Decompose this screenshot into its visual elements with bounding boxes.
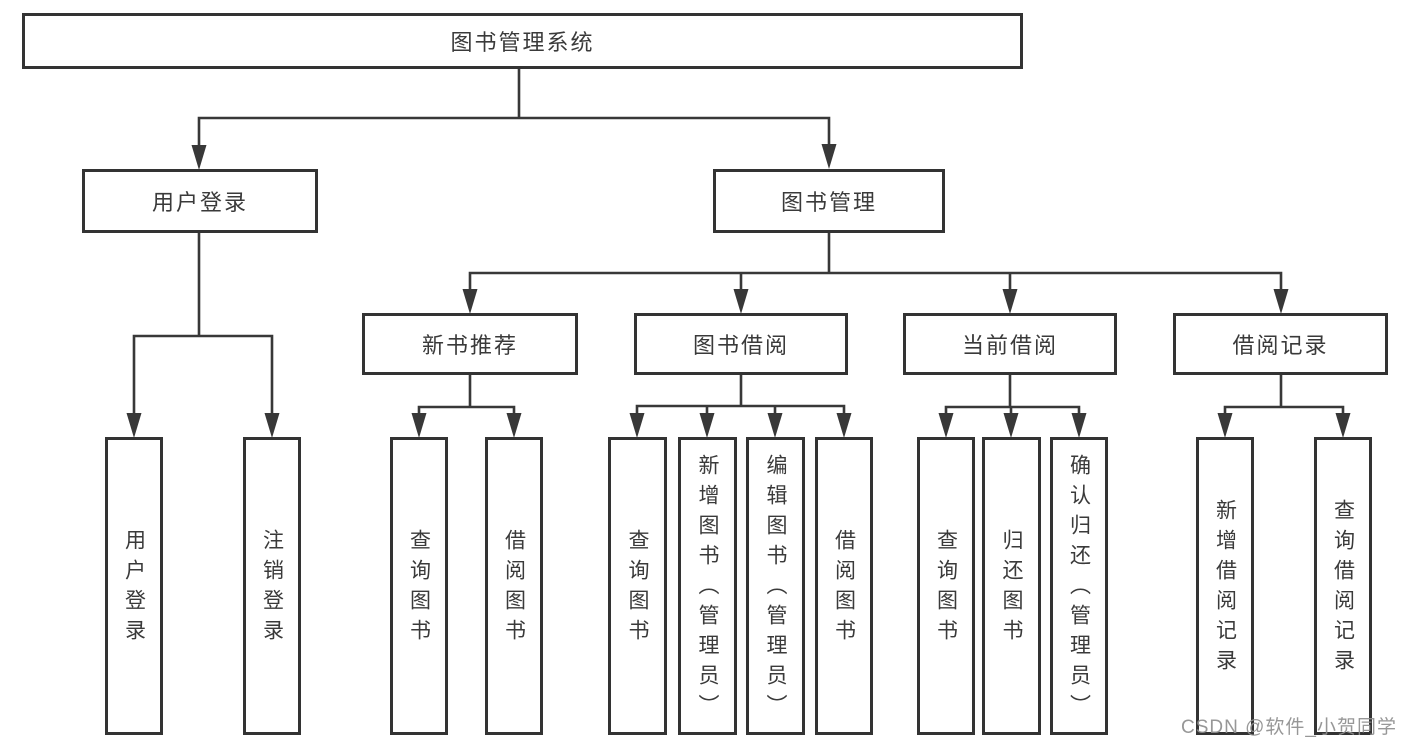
- leaf-query-borrow-record: 查询借阅记录: [1314, 437, 1372, 735]
- node-current-borrow: 当前借阅: [903, 313, 1117, 375]
- leaf-confirm-return-admin: 确认归还（管理员）: [1050, 437, 1108, 735]
- leaf-add-books-admin: 新增图书（管理员）: [678, 437, 737, 735]
- node-book-management: 图书管理: [713, 169, 945, 233]
- leaf-add-borrow-record: 新增借阅记录: [1196, 437, 1254, 735]
- leaf-edit-books-admin: 编辑图书（管理员）: [746, 437, 805, 735]
- leaf-logout: 注销登录: [243, 437, 301, 735]
- leaf-return-books: 归还图书: [982, 437, 1041, 735]
- node-borrow-records: 借阅记录: [1173, 313, 1388, 375]
- leaf-query-books-recommend: 查询图书: [390, 437, 448, 735]
- node-book-borrow: 图书借阅: [634, 313, 848, 375]
- leaf-query-books-borrow: 查询图书: [608, 437, 667, 735]
- node-user-login: 用户登录: [82, 169, 318, 233]
- leaf-user-login: 用户登录: [105, 437, 163, 735]
- leaf-borrow-books: 借阅图书: [815, 437, 873, 735]
- leaf-query-books-current: 查询图书: [917, 437, 975, 735]
- node-new-book-recommend: 新书推荐: [362, 313, 578, 375]
- node-library-management-system: 图书管理系统: [22, 13, 1023, 69]
- leaf-borrow-books-recommend: 借阅图书: [485, 437, 543, 735]
